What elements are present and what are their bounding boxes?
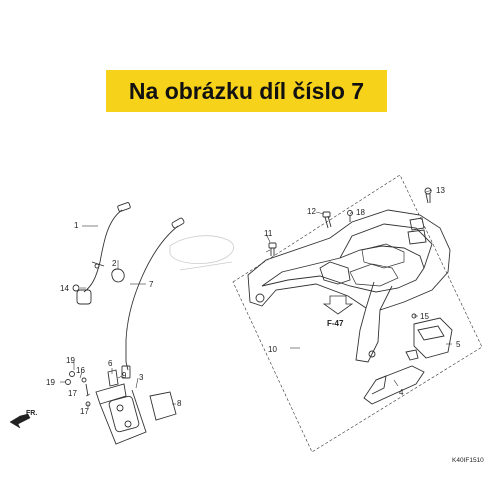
callout-10: 10 (268, 345, 277, 354)
f47-reference-arrow (322, 295, 354, 315)
callout-19a: 19 (66, 356, 75, 365)
banner-text: Na obrázku díl číslo 7 (128, 77, 365, 104)
part-number-banner: Na obrázku díl číslo 7 (106, 70, 387, 112)
watermark-mark (169, 235, 234, 271)
callout-5: 5 (456, 340, 461, 349)
callout-14: 14 (60, 284, 69, 293)
lock-assembly (95, 369, 177, 445)
cable-7 (121, 217, 185, 379)
callout-9: 9 (122, 371, 127, 380)
grab-rail-drawing (247, 209, 451, 363)
callout-4: 4 (399, 388, 404, 397)
leader-lines (60, 189, 452, 408)
callout-15: 15 (420, 312, 429, 321)
callout-11: 11 (264, 229, 273, 238)
front-label: FR. (26, 410, 37, 417)
callout-19b: 19 (46, 378, 55, 387)
callout-13: 13 (436, 186, 445, 195)
callout-8: 8 (177, 399, 182, 408)
callout-7: 7 (149, 280, 154, 289)
callout-3: 3 (139, 373, 144, 382)
bolt-12 (322, 211, 332, 229)
sensor-harness-1 (76, 202, 131, 305)
screw-13 (424, 187, 432, 204)
callout-16: 16 (76, 366, 85, 375)
bolt-11 (268, 242, 277, 256)
callout-18: 18 (356, 208, 365, 217)
callout-2: 2 (112, 259, 117, 268)
callout-12: 12 (307, 207, 316, 216)
clamp-2 (111, 268, 125, 283)
cover-4 (363, 365, 425, 405)
grommet-14 (72, 284, 80, 292)
front-direction-arrow (9, 413, 31, 429)
callout-1: 1 (74, 221, 79, 230)
callout-6: 6 (108, 359, 113, 368)
callout-17b: 17 (80, 407, 89, 416)
grab-rail-group-outline (232, 174, 483, 453)
screw-18 (347, 210, 353, 222)
reference-label: F-47 (327, 319, 344, 328)
diagram-code: K40IF1510 (452, 457, 484, 464)
callout-17a: 17 (68, 389, 77, 398)
unit-5 (405, 313, 453, 361)
